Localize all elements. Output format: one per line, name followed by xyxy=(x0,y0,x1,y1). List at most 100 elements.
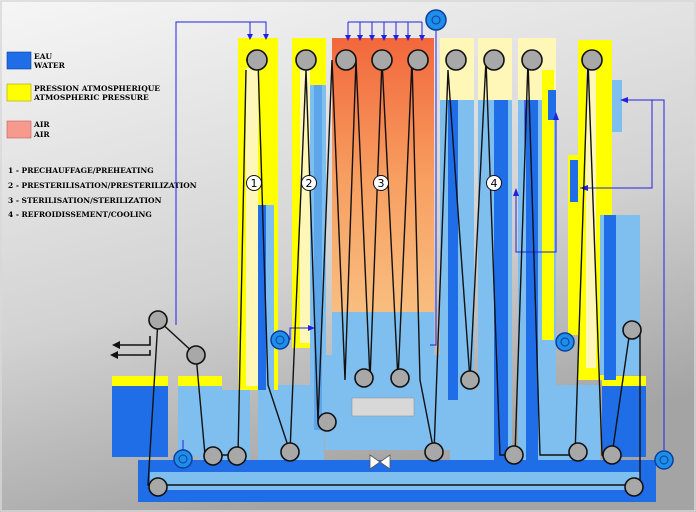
arrow-preheat-pump xyxy=(308,325,315,331)
legend-air-swatch xyxy=(6,120,32,139)
wheel-steam-top-3 xyxy=(407,49,429,71)
pump-centers xyxy=(178,15,669,465)
legend-water-fr: EAU xyxy=(34,52,53,61)
flow-line-pump-up xyxy=(430,30,437,346)
flow-line-right-mid xyxy=(580,100,653,189)
stage-label-2: 2 - PRESTERILISATION/PRESTERILIZATION xyxy=(8,181,197,190)
legend-water-swatch xyxy=(6,51,32,70)
arrow-steam-1 xyxy=(345,35,351,41)
legend-air-fr: AIR xyxy=(33,120,50,129)
pumps xyxy=(173,9,674,470)
tower-3-baffle xyxy=(351,397,415,417)
arrow-cool-up xyxy=(513,188,519,196)
wheel-steam-top-2 xyxy=(371,49,393,71)
bottom-trough-slot xyxy=(150,472,640,490)
pump-steam-core xyxy=(431,15,441,25)
stage-marker-4: 4 xyxy=(491,177,498,190)
pump-cooling-core xyxy=(560,337,570,347)
arrow-steam-4 xyxy=(381,35,387,41)
wheel-cool-bottom-1 xyxy=(460,370,480,390)
wheel-cool-top-3 xyxy=(521,49,543,71)
valve-body xyxy=(369,454,391,470)
chain-loading-return xyxy=(147,319,641,486)
tower-3-water-bottom xyxy=(332,312,434,360)
stage-label-4: 4 - REFROIDISSEMENT/COOLING xyxy=(8,210,152,219)
tower-preheating xyxy=(238,38,278,390)
tower-sterilization xyxy=(332,38,434,417)
stage-marker-3-circle xyxy=(373,175,389,191)
stage-label-1: 1 - PRECHAUFFAGE/PREHEATING xyxy=(8,166,154,175)
second-loading-tank-top xyxy=(178,376,222,386)
legend-water-en: WATER xyxy=(33,61,66,70)
wheel-steam-exit xyxy=(424,442,444,462)
arrow-right-return xyxy=(620,97,628,103)
tower-4c-yellow xyxy=(542,70,554,340)
tower-presterilization xyxy=(292,38,326,430)
arrow-preheat-1 xyxy=(247,34,253,40)
legend-atmospheric-swatch xyxy=(6,83,32,102)
tower-4c-gauge xyxy=(548,90,556,120)
wheel-trough-right xyxy=(624,477,644,497)
outlet-arrow xyxy=(112,350,151,356)
legend: EAU WATER PRESSION ATMOSPHERIQUE ATMOSPH… xyxy=(6,51,197,219)
wheel-cool-top-2 xyxy=(483,49,505,71)
wheel-exit-top xyxy=(581,49,603,71)
flow-line-top-left xyxy=(175,21,267,325)
left-loading-tank-water xyxy=(112,385,168,457)
stage-label-3: 3 - STERILISATION/STERILIZATION xyxy=(8,196,162,205)
wheels xyxy=(148,49,644,497)
pump-cooling xyxy=(555,332,575,352)
flow-line-right-return xyxy=(622,99,665,450)
right-unloading-tank-water xyxy=(602,385,646,457)
tower-1-water-core xyxy=(258,205,266,390)
stage-marker-1-circle xyxy=(246,175,262,191)
stage-markers: 1 2 3 4 xyxy=(246,175,502,191)
wheel-loading-3 xyxy=(203,446,223,466)
wheel-tower2-top xyxy=(295,49,317,71)
arrow-steam-7 xyxy=(419,35,425,41)
legend-atmospheric-en: ATMOSPHERIC PRESSURE xyxy=(33,93,149,102)
wheel-steam-top-1 xyxy=(335,49,357,71)
inlet-arrow-head xyxy=(112,341,120,349)
wheel-steam-bottom-1 xyxy=(354,368,374,388)
pump-exit xyxy=(654,450,674,470)
wheel-loading-4 xyxy=(227,446,247,466)
tower-4b-deep xyxy=(494,100,508,465)
pump-preheat xyxy=(270,330,290,350)
arrow-steam-2 xyxy=(357,35,363,41)
pump-preheat-core xyxy=(275,335,285,345)
flow-line-preheat-pump xyxy=(289,327,310,340)
arrow-preheat-2 xyxy=(263,34,269,40)
left-loading-tank-top xyxy=(112,376,168,386)
wheel-tower2-mid xyxy=(317,412,337,432)
legend-atmospheric-fr: PRESSION ATMOSPHERIQUE xyxy=(34,84,160,93)
flow-lines xyxy=(175,21,665,460)
arrow-steam-3 xyxy=(369,35,375,41)
right-unloading-tank-top xyxy=(602,376,646,386)
wheel-loading-1 xyxy=(148,310,168,330)
pump-exit-core xyxy=(659,455,669,465)
wheel-exit-lift xyxy=(622,320,642,340)
arrow-cool-gauge xyxy=(553,112,559,120)
flow-line-cool-loop xyxy=(515,118,557,253)
tower-5-deep xyxy=(604,215,616,380)
wheel-cool-bottom-3 xyxy=(568,442,588,462)
pump-loading-core xyxy=(178,454,188,464)
tower-5-inner xyxy=(586,68,596,368)
valve xyxy=(369,454,391,470)
stage-marker-2-circle xyxy=(301,175,317,191)
inlet-outlet xyxy=(112,336,151,356)
wheel-loading-2 xyxy=(186,345,206,365)
pump-loading xyxy=(173,449,193,469)
outlet-arrow-head xyxy=(110,351,118,359)
inlet-arrow xyxy=(114,336,151,346)
stage-marker-4-circle xyxy=(486,175,502,191)
wheel-steam-bottom-2 xyxy=(390,368,410,388)
arrow-steam-6 xyxy=(405,35,411,41)
stage-marker-1: 1 xyxy=(251,177,258,190)
inlet-outlet-heads xyxy=(110,341,120,359)
wheel-tower2-bottom xyxy=(280,442,300,462)
